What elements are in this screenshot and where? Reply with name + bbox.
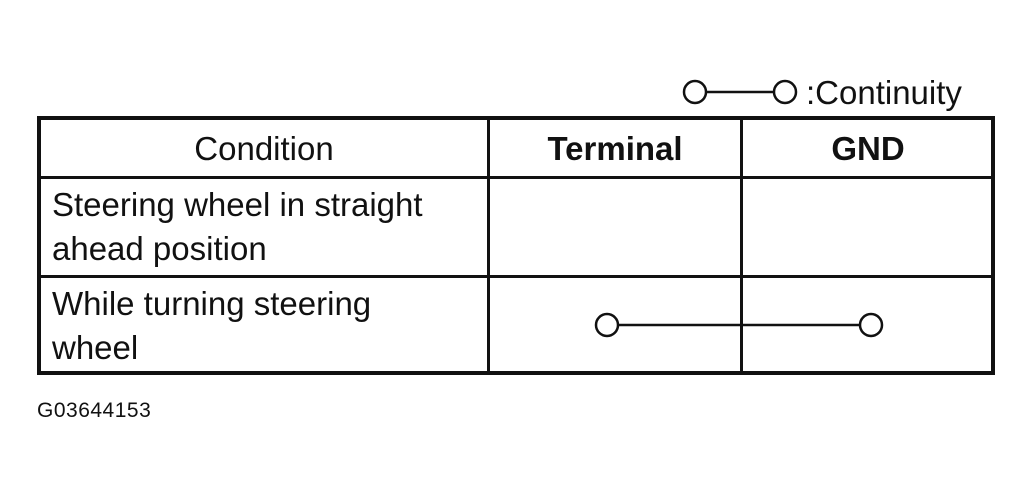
- continuity-symbol-icon: [682, 79, 798, 105]
- condition-line: Steering wheel in straight: [52, 186, 423, 223]
- column-divider-1: [487, 120, 490, 371]
- header-condition: Condition: [194, 129, 334, 167]
- row-divider-header: [41, 176, 991, 179]
- row-condition-cell: While turning steering wheel: [41, 278, 487, 370]
- continuity-legend: :Continuity: [676, 72, 962, 112]
- header-terminal: Terminal: [547, 129, 683, 167]
- row-condition-cell: Steering wheel in straight ahead positio…: [41, 179, 487, 271]
- column-divider-2: [740, 120, 743, 371]
- terminal-node-icon: [594, 312, 620, 338]
- gnd-node-icon: [858, 312, 884, 338]
- condition-line: wheel: [52, 329, 139, 366]
- row-divider-1: [41, 275, 991, 278]
- condition-line: While turning steering: [52, 285, 372, 322]
- condition-line: ahead position: [52, 230, 267, 267]
- header-gnd: GND: [831, 129, 905, 167]
- table-row: Steering wheel in straight ahead positio…: [41, 179, 487, 275]
- continuity-table: Condition Terminal GND Steering wheel in…: [37, 116, 995, 375]
- continuity-mark-terminal-gnd: [594, 312, 884, 338]
- legend-label: :Continuity: [806, 73, 962, 111]
- table-row: While turning steering wheel: [41, 278, 487, 371]
- figure-id: G03644153: [37, 399, 152, 422]
